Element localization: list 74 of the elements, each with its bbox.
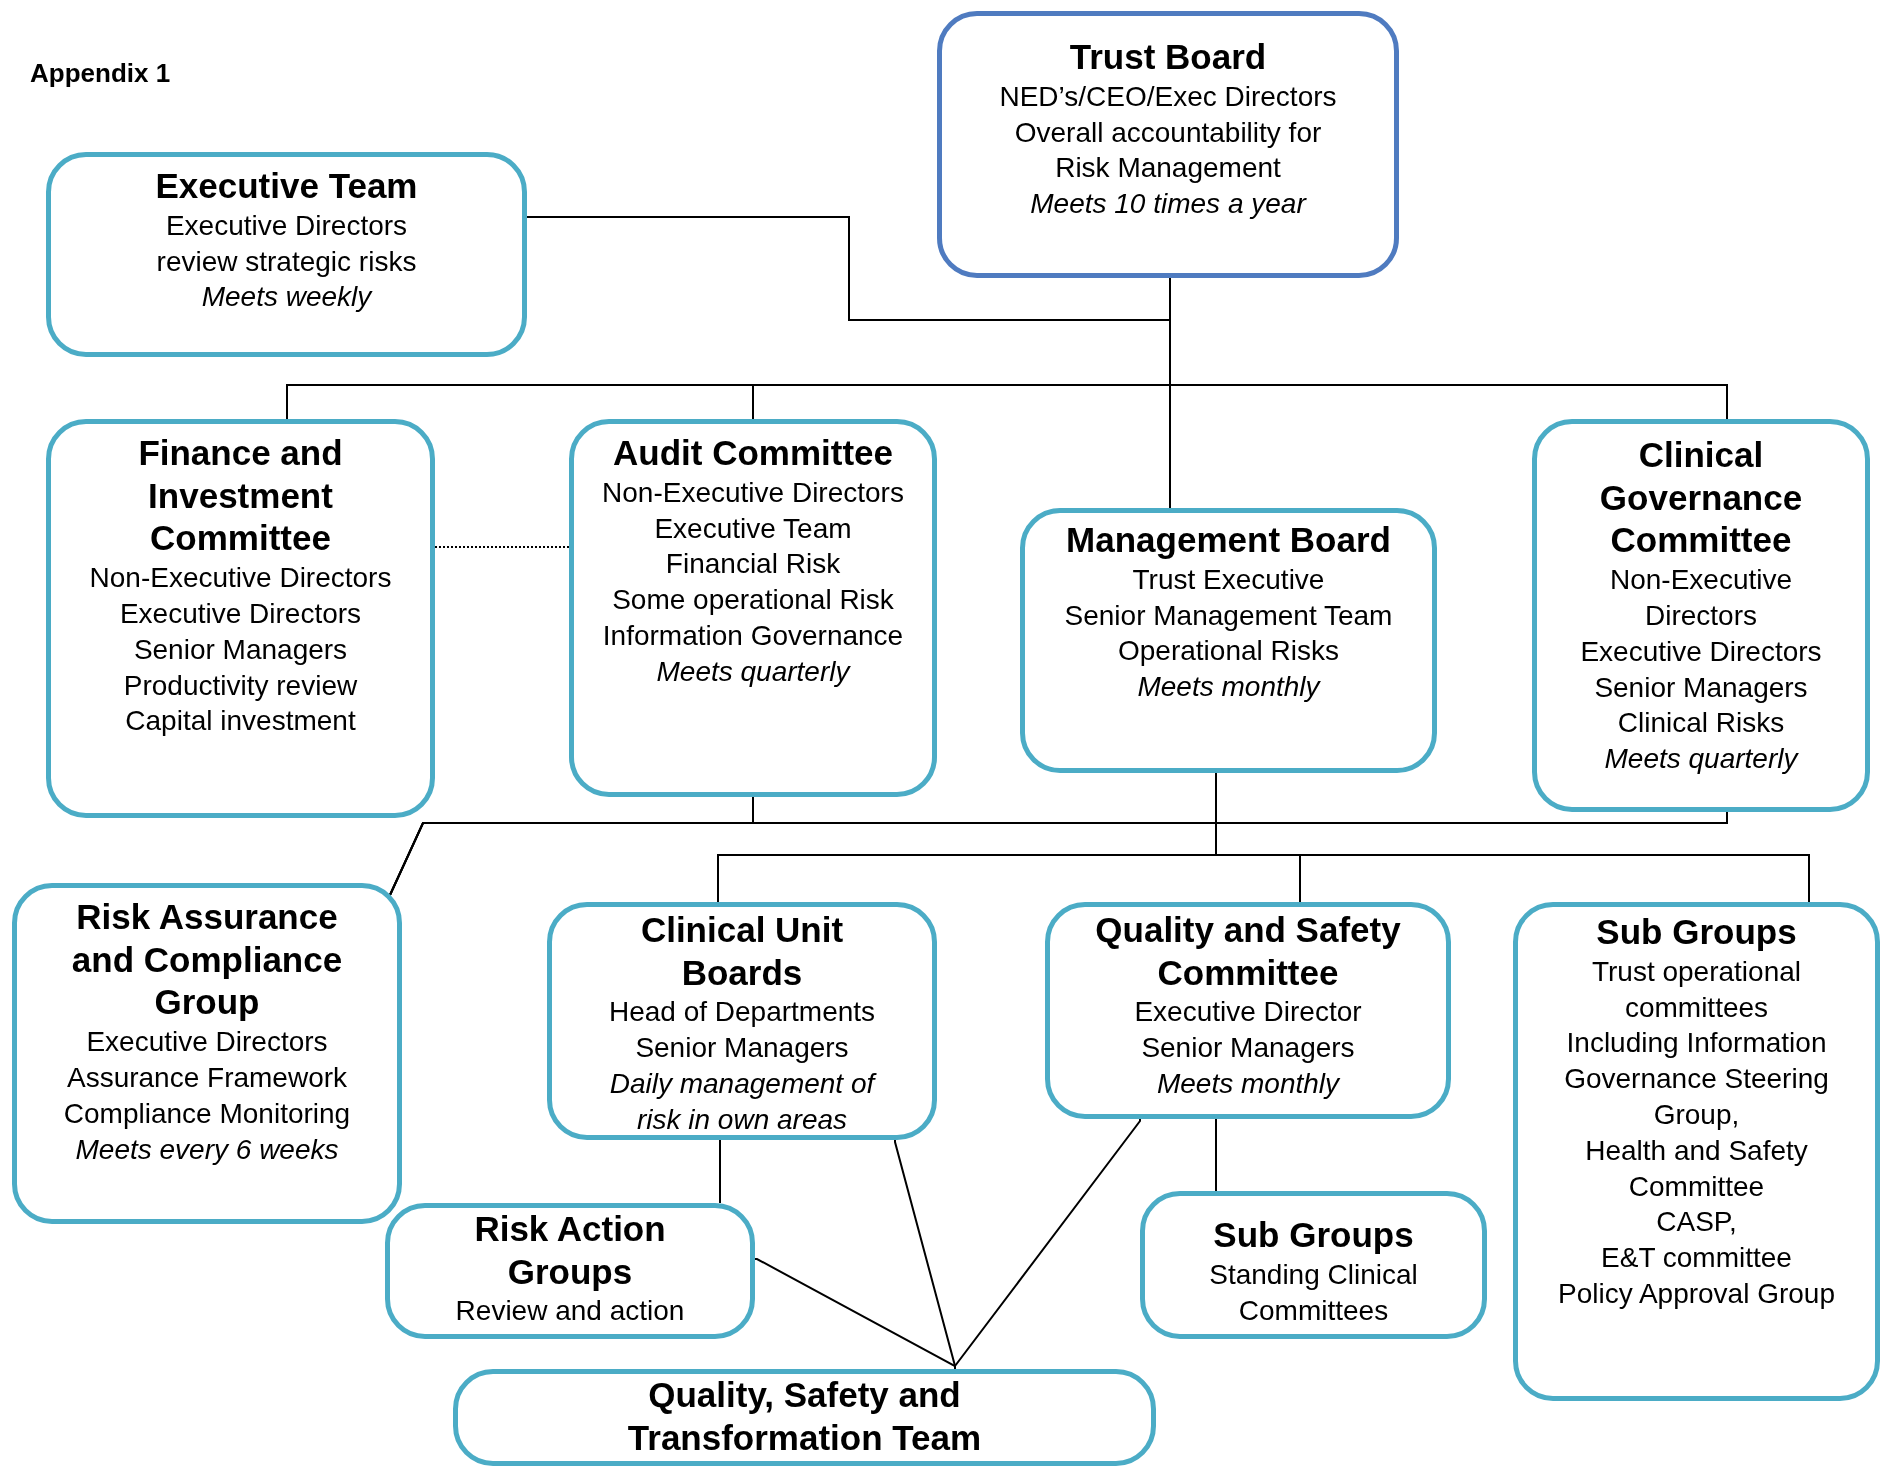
box-text: Including Information Governance Steering Group, bbox=[1563, 1026, 1830, 1132]
box-text: Senior Managers bbox=[1594, 670, 1808, 705]
dotted-connector bbox=[434, 546, 570, 548]
box-text: Assurance Framework bbox=[66, 1060, 348, 1095]
box-heading: Sub Groups bbox=[1213, 1214, 1414, 1256]
box-text: Meets quarterly bbox=[1604, 742, 1798, 777]
rounded-box bbox=[46, 419, 435, 818]
box-text: Non-Executive Directors bbox=[602, 475, 904, 510]
rounded-box bbox=[1020, 508, 1437, 773]
box-text: Head of Departments bbox=[608, 995, 876, 1030]
box-heading: Risk Action Groups bbox=[473, 1208, 667, 1293]
rounded-box bbox=[453, 1369, 1156, 1466]
appendix-label: Appendix 1 bbox=[30, 58, 171, 89]
box-text: Senior Managers bbox=[133, 632, 348, 667]
box-text: Executive Team bbox=[654, 511, 852, 546]
box-text: Trust operational committees bbox=[1590, 954, 1803, 1025]
box-heading: Risk Assurance and Compliance Group bbox=[70, 896, 344, 1024]
box-text: Non-Executive Directors bbox=[89, 561, 392, 596]
box-heading: Finance and Investment Committee bbox=[137, 432, 344, 560]
box-text: Non-Executive Directors bbox=[1608, 563, 1794, 633]
rounded-box bbox=[547, 902, 937, 1140]
box-text: Compliance Monitoring bbox=[63, 1096, 351, 1131]
box-text: Meets weekly bbox=[201, 280, 372, 315]
rounded-box bbox=[569, 419, 937, 797]
connector-line bbox=[1215, 1118, 1217, 1192]
rounded-box bbox=[46, 152, 527, 357]
rounded-box bbox=[385, 1203, 755, 1339]
box-text: E&T committee bbox=[1601, 1241, 1792, 1276]
box-text: CASP, bbox=[1656, 1205, 1737, 1240]
box-text: Trust Executive bbox=[1132, 562, 1325, 597]
box-text: Overall accountability for Risk Management bbox=[1013, 115, 1323, 186]
box-text: Executive Directors bbox=[1580, 634, 1822, 669]
box-heading: Executive Team bbox=[155, 165, 418, 207]
box-text: Policy Approval Group bbox=[1557, 1277, 1835, 1312]
box-text: Executive Directors review strategic risks bbox=[155, 208, 418, 279]
box-text: Operational Risks bbox=[1118, 634, 1339, 669]
box-heading: Management Board bbox=[1066, 519, 1391, 561]
box-text: Meets monthly bbox=[1137, 670, 1320, 705]
box-text: Executive Directors bbox=[86, 1025, 328, 1060]
box-text: Information Governance bbox=[602, 619, 904, 653]
connector-line bbox=[526, 216, 1171, 321]
box-text: Standing Clinical Committees bbox=[1208, 1257, 1419, 1328]
box-heading: Quality and Safety Committee bbox=[1095, 909, 1401, 994]
box-heading: Quality, Safety and Transformation Team bbox=[626, 1374, 983, 1459]
box-text: Some operational Risk bbox=[612, 583, 894, 618]
box-text: Health and Safety Committee bbox=[1584, 1133, 1809, 1204]
box-text: Senior Managers bbox=[1141, 1031, 1355, 1066]
box-text: Meets monthly bbox=[1156, 1067, 1340, 1102]
box-text: Executive Directors bbox=[119, 596, 362, 631]
rounded-box bbox=[1532, 419, 1870, 812]
box-heading: Sub Groups bbox=[1596, 911, 1797, 953]
connector-line bbox=[719, 1139, 721, 1204]
rounded-box bbox=[1513, 902, 1880, 1401]
box-text: Financial Risk bbox=[665, 547, 841, 582]
rounded-box bbox=[937, 11, 1399, 278]
rounded-box bbox=[12, 883, 402, 1224]
box-text: Capital investment bbox=[125, 704, 356, 739]
box-text: Daily management of risk in own areas bbox=[608, 1067, 878, 1137]
rounded-box bbox=[1045, 902, 1451, 1119]
box-text: Executive Director bbox=[1134, 995, 1362, 1030]
box-text: Productivity review bbox=[123, 668, 358, 703]
box-heading: Audit Committee bbox=[613, 432, 893, 474]
box-text: Meets quarterly bbox=[656, 654, 850, 689]
box-heading: Clinical Governance Committee bbox=[1598, 434, 1804, 562]
box-text: Senior Managers bbox=[635, 1031, 849, 1066]
box-heading: Trust Board bbox=[1069, 36, 1267, 78]
box-heading: Clinical Unit Boards bbox=[639, 909, 845, 994]
box-text: Clinical Risks bbox=[1617, 706, 1785, 741]
box-text: Meets 10 times a year bbox=[1030, 187, 1306, 222]
box-text: NED’s/CEO/Exec Directors bbox=[999, 79, 1337, 114]
box-text: Review and action bbox=[455, 1294, 685, 1329]
box-text: Meets every 6 weeks bbox=[75, 1132, 339, 1167]
box-text: Senior Management Team bbox=[1064, 598, 1393, 633]
rounded-box bbox=[1140, 1191, 1487, 1339]
